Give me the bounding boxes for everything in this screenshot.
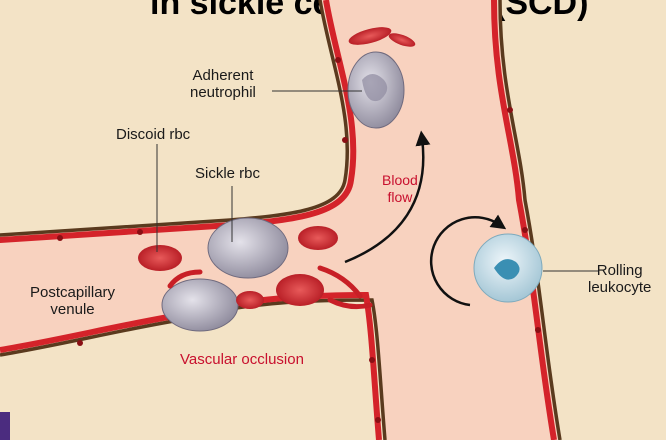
label-discoid-rbc: Discoid rbc bbox=[116, 126, 190, 143]
endothelium-upper bbox=[0, 0, 353, 240]
label-rolling-leukocyte: Rolling leukocyte bbox=[588, 262, 651, 296]
label-blood-flow: Blood flow bbox=[382, 172, 418, 206]
label-postcapillary-venule: Postcapillary venule bbox=[30, 284, 115, 318]
vessel-wall-upper bbox=[0, 0, 347, 235]
label-adherent-neutrophil: Adherent neutrophil bbox=[190, 67, 256, 101]
corner-tab bbox=[0, 412, 10, 440]
label-vascular-occlusion: Vascular occlusion bbox=[180, 351, 304, 368]
label-sickle-rbc: Sickle rbc bbox=[195, 165, 260, 182]
